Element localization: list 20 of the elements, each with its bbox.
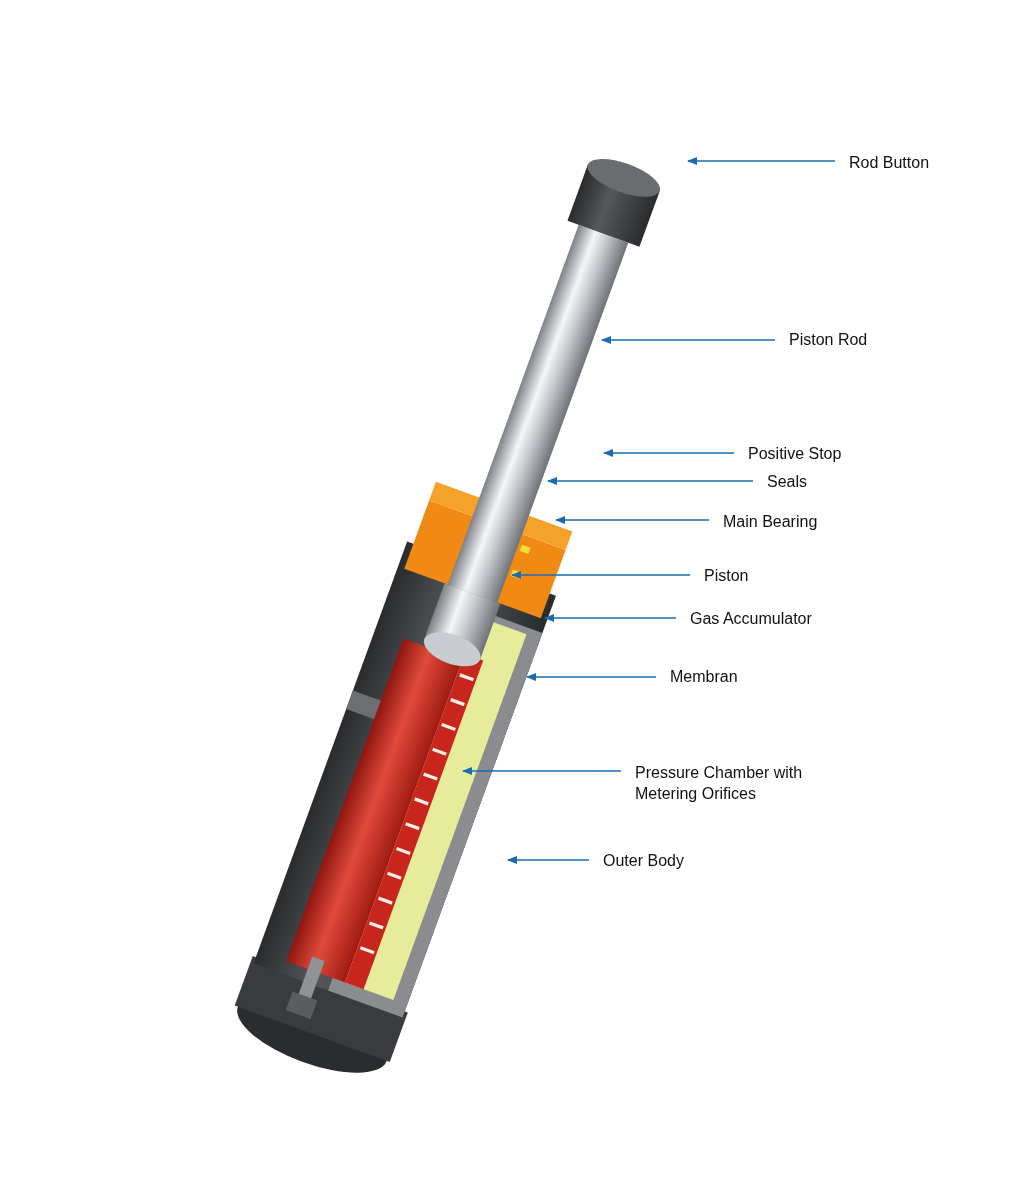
part-label: Main Bearing (723, 511, 818, 532)
part-label: Rod Button (849, 152, 930, 173)
leader-line (601, 336, 776, 344)
leader-line (507, 856, 590, 864)
leader-line (603, 449, 735, 457)
part-label: Pressure Chamber with Metering Orifices (635, 762, 825, 804)
leader-line (544, 614, 677, 622)
part-label: Seals (767, 471, 808, 492)
leader-line (526, 673, 657, 681)
part-label: Gas Accumulator (690, 608, 812, 629)
leader-line (462, 767, 622, 775)
part-label: Positive Stop (748, 443, 842, 464)
leader-line (555, 516, 710, 524)
leader-line (511, 571, 691, 579)
part-label: Outer Body (603, 850, 684, 871)
part-label: Membran (670, 666, 738, 687)
leader-line (547, 477, 754, 485)
part-label: Piston Rod (789, 329, 868, 350)
part-label: Piston (704, 565, 749, 586)
leader-line (687, 157, 836, 165)
